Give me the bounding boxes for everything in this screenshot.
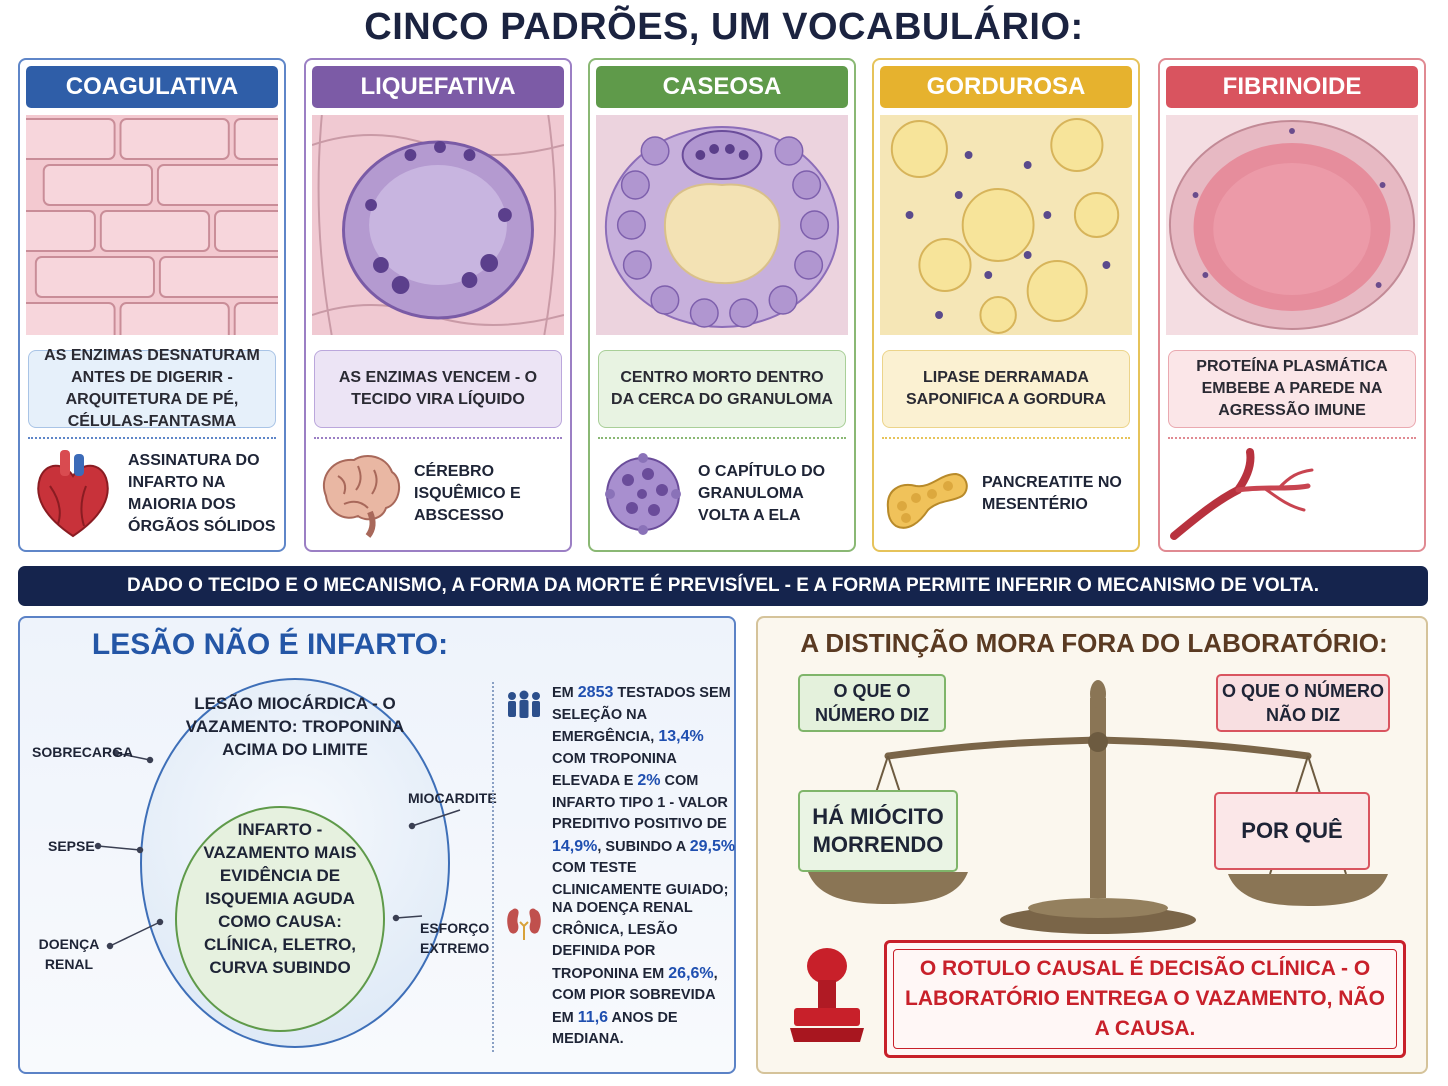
ckd-stat: NA DOENÇA RENAL CRÔNICA, LESÃO DEFINIDA … [552,898,736,1051]
brain-icon [314,446,404,542]
card-header: CASEOSA [596,66,848,108]
card-header: GORDUROSA [880,66,1132,108]
card-description: AS ENZIMAS DESNATURAM ANTES DE DIGERIR -… [28,347,276,430]
page-title: CINCO PADRÕES, UM VOCABULÁRIO: [364,6,1084,48]
why-card: POR QUÊ [1214,792,1370,870]
card-gordurosa: GORDUROSA LIPASE DERRAMADA SAPONIFICA A … [872,58,1140,552]
infarct-circle [175,806,385,1032]
divider [1168,437,1416,439]
card-description: LIPASE DERRAMADA SAPONIFICA A GORDURA [882,350,1130,428]
banner: DADO O TECIDO E O MECANISMO, A FORMA DA … [18,566,1428,606]
panel-title: A DISTINÇÃO MORA FORA DO LABORATÓRIO: [800,628,1388,658]
rubber-stamp-icon [782,946,872,1058]
vessel-icon [1168,446,1318,542]
granuloma-icon [598,446,688,542]
divider [314,437,562,439]
card-fibrinoide: FIBRINOIDE PROTEÍNA PLASMÁTICA EMBEBE A … [1158,58,1426,552]
stat-ckd-pct: 26,6% [668,964,714,982]
stat-years: 11,6 [577,1008,609,1026]
card-header: COAGULATIVA [26,66,278,108]
divider [598,437,846,439]
infarct-label: INFARTO - VAZAMENTO MAIS EVIDÊNCIA DE IS… [203,820,357,977]
card-header: LIQUEFATIVA [312,66,564,108]
card-description: CENTRO MORTO DENTRO DA CERCA DO GRANULOM… [598,350,846,428]
stat-elevated-pct: 13,4% [658,728,704,745]
card-header: FIBRINOIDE [1166,66,1418,108]
fibrinoid-vessel-illustration [1166,115,1418,335]
stat-text: NA DOENÇA RENAL CRÔNICA, LESÃO DEFINIDA … [552,900,693,982]
balance-scale-icon [808,680,1388,934]
card-coagulativa: COAGULATIVA AS ENZIMAS DESNATURAM ANTES … [18,58,286,552]
verdict-box: O ROTULO CAUSAL É DECISÃO CLÍNICA - O LA… [884,940,1406,1058]
panel-lesion-vs-infarct: LESÃO NÃO É INFARTO: LESÃO MIOCÁRDICA - … [18,616,736,1074]
cause-miocardite: MIOCARDITE [408,790,497,806]
stat-ppv-initial: 14,9% [552,837,598,855]
card-description: PROTEÍNA PLASMÁTICA EMBEBE A PAREDE NA A… [1168,350,1416,428]
emergency-stat: EM 2853 TESTADOS SEM SELEÇÃO NA EMERGÊNC… [552,682,736,901]
divider [492,682,494,1052]
caseous-tissue-illustration [596,115,848,335]
panel-title: LESÃO NÃO É INFARTO: [91,628,449,661]
people-icon [504,688,544,728]
card-description: AS ENZIMAS VENCEM - O TECIDO VIRA LÍQUID… [314,350,562,428]
stat-text: COM TROPONINA ELEVADA E [552,750,677,790]
stat-infarct-pct: 2% [637,772,661,789]
card-caseosa: CASEOSA CENTRO MORTO DENTRO DA CERCA DO … [588,58,856,552]
stat-ppv-guided: 29,5% [689,837,736,855]
fat-necrosis-illustration [880,115,1132,335]
verdict-border [893,949,1397,1049]
what-number-says-tag: O QUE O NÚMERO DIZ [798,674,946,732]
cause-sepse: SEPSE [48,838,95,854]
liquefactive-tissue-illustration [312,115,564,335]
stat-text: COM TESTE CLINICAMENTE GUIADO; [552,860,729,898]
myocardial-injury-label: LESÃO MIOCÁRDICA - O VAZAMENTO: TROPONIN… [185,694,405,759]
verdict-text: O ROTULO CAUSAL É DECISÃO CLÍNICA - O LA… [905,957,1385,1040]
stat-text: TESTADOS SEM SELEÇÃO NA EMERGÊNCIA, [552,685,731,745]
card-footer-text: CÉREBRO ISQUÊMICO E ABSCESSO [414,463,521,524]
pancreas-icon [882,446,972,542]
cause-doenca-renal: DOENÇA RENAL [38,936,100,972]
stat-text: EM [552,685,578,701]
stat-text: COM INFARTO TIPO 1 - VALOR PREDITIVO POS… [552,773,728,832]
card-liquefativa: LIQUEFATIVA AS ENZIMAS VENCEM - O TECIDO… [304,58,572,552]
panel-lab-distinction: A DISTINÇÃO MORA FORA DO LABORATÓRIO: O … [756,616,1428,1074]
stat-text: ANOS DE MEDIANA. [552,1009,678,1048]
heart-icon [28,446,118,542]
cause-sobrecarga: SOBRECARGA [32,744,134,760]
stat-text: , COM PIOR SOBREVIDA EM [552,965,718,1026]
divider [28,437,276,439]
cause-esforco-extremo: ESFORÇO EXTREMO [420,920,490,956]
kidneys-icon [504,904,544,944]
card-footer-text: PANCREATITE NO MESENTÉRIO [982,474,1122,513]
coagulative-tissue-illustration [26,115,278,335]
card-footer-text: O CAPÍTULO DO GRANULOMA VOLTA A ELA [698,463,826,524]
dying-myocyte-card: HÁ MIÓCITO MORRENDO [798,790,958,872]
what-number-doesnt-say-tag: O QUE O NÚMERO NÃO DIZ [1216,674,1390,732]
divider [882,437,1130,439]
stat-text: , SUBINDO A [597,838,690,855]
card-footer-text: ASSINATURA DO INFARTO NA MAIORIA DOS ÓRG… [128,452,276,535]
stat-tested-count: 2853 [577,684,614,701]
